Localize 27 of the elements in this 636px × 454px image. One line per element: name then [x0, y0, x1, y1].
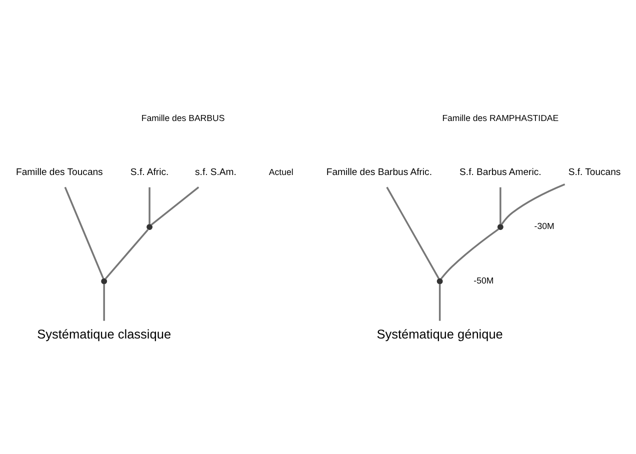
node-text: S.f. Barbus Americ. [460, 167, 542, 178]
connector [500, 187, 502, 224]
connector [386, 186, 440, 279]
node-text: s.f. S.Am. [195, 167, 236, 178]
label: Famille des BARBUS [141, 112, 225, 123]
node-circle [497, 224, 504, 230]
connector [148, 187, 150, 224]
node-circle [146, 224, 153, 230]
label: Actuel [268, 167, 294, 178]
label: -30M [534, 221, 554, 232]
node-text: Systématique génique [376, 326, 503, 342]
node-text: S.f. Toucans [568, 167, 621, 178]
node-text: Systématique classique [37, 326, 172, 342]
connector [440, 228, 499, 280]
label: Famille des RAMPHASTIDAE [442, 112, 559, 123]
node-text: Famille des Barbus Afric. [326, 167, 432, 178]
label: -50M [474, 275, 494, 286]
node-text: S.f. Afric. [130, 167, 169, 178]
node-circle [101, 278, 108, 284]
connector [438, 284, 441, 321]
connector [150, 186, 200, 226]
connector [103, 284, 105, 321]
connector [104, 229, 149, 280]
connector [500, 184, 566, 225]
connector [64, 186, 104, 279]
node-text: Famille des Toucans [16, 167, 103, 178]
node-circle [436, 278, 443, 284]
